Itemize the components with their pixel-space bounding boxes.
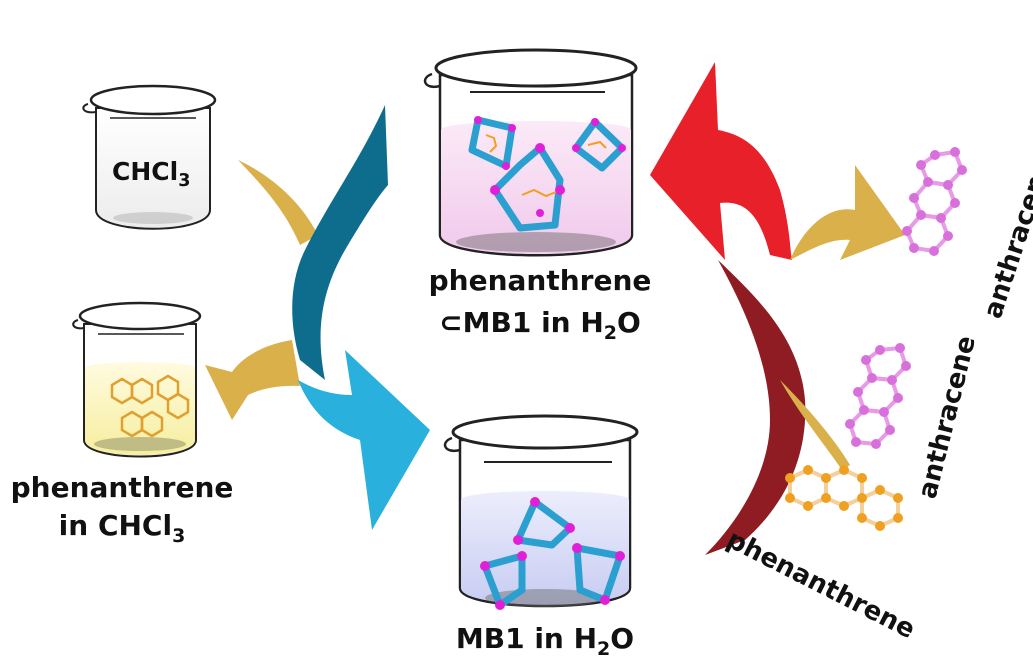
darkred-curved-arrow xyxy=(705,260,806,555)
phenanthrene-chcl3-label-line1: phenanthrene xyxy=(11,471,234,504)
gold-arrow-right-top xyxy=(790,165,905,260)
red-curved-arrow xyxy=(650,62,792,260)
beaker-complex xyxy=(423,48,638,257)
complex-label-line2: ⊂MB1 in H2O xyxy=(439,306,641,344)
anthracene-mid-label: anthracene xyxy=(913,333,982,502)
phenanthrene-molecules-icon xyxy=(110,374,190,438)
sediment xyxy=(113,212,193,224)
gold-arrow-upper-left xyxy=(238,160,318,245)
beaker-phenanthrene-chcl3 xyxy=(72,301,202,458)
gold-arrow-left xyxy=(205,340,300,420)
phenanthrene-chcl3-label-line2: in CHCl3 xyxy=(59,509,186,547)
phenanthrene-bottom-label: phenanthrene xyxy=(722,525,920,646)
gold-arrow-lower-right xyxy=(780,380,850,470)
complex-label-line1: phenanthrene xyxy=(429,264,652,297)
cyan-curved-arrow xyxy=(298,350,430,530)
anthracene-top-label: anthracene xyxy=(978,154,1033,322)
beaker-chcl3: CHCl3 xyxy=(82,84,217,230)
beaker-mb1 xyxy=(443,414,639,610)
mb1-label: MB1 in H2O xyxy=(456,622,634,660)
phenanthrene-bottom-molecule-icon xyxy=(788,467,900,529)
chcl3-label: CHCl3 xyxy=(112,157,190,191)
teal-curved-arrow xyxy=(292,105,388,380)
